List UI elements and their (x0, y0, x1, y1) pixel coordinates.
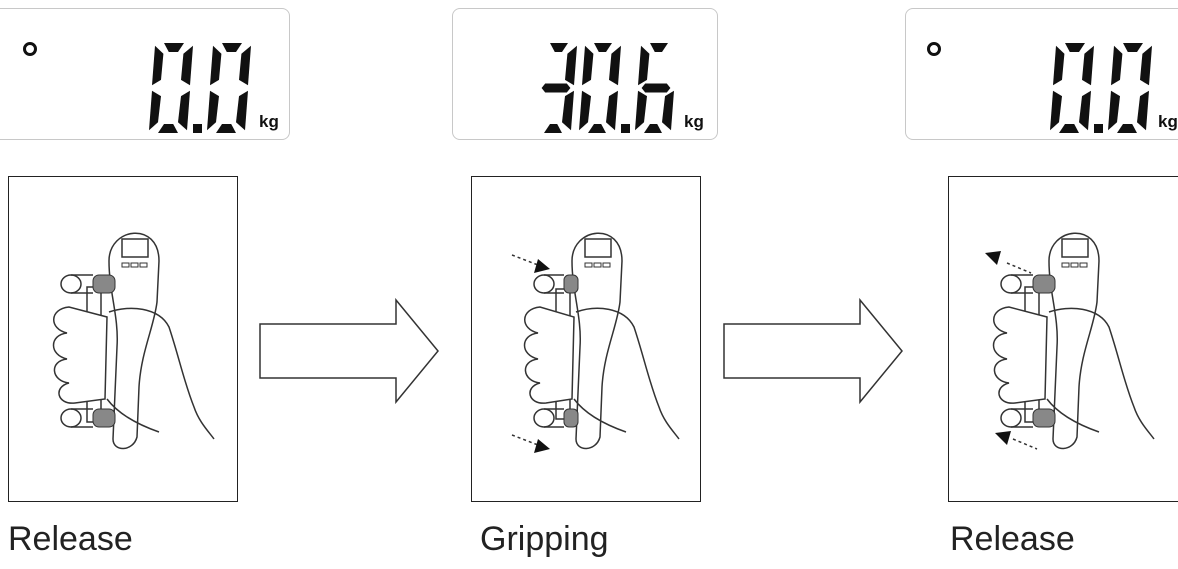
lcd-segment (149, 90, 161, 131)
lcd-segment (239, 45, 251, 86)
caption-step-3: Release (950, 520, 1075, 558)
illustration-step-2 (471, 176, 701, 502)
lcd-segment (207, 90, 219, 131)
lcd-segment (644, 124, 662, 133)
lcd-segment (606, 90, 618, 131)
display-step-3-unit: kg (1158, 112, 1178, 131)
lcd-segment (158, 124, 178, 133)
release-arrow-bottom-icon (995, 431, 1038, 450)
lcd-digit-0 (1108, 43, 1152, 133)
lcd-segment (216, 124, 236, 133)
lcd-segment (1053, 45, 1065, 86)
lcd-segment (541, 83, 571, 93)
lcd-segment (594, 43, 612, 52)
grip-dynamometer-hand-illustration (52, 232, 215, 450)
lcd-digit-0 (149, 43, 193, 133)
display-step-1-digits (23, 42, 251, 133)
lcd-segment (1140, 45, 1152, 86)
squeeze-arrow-top-icon (511, 254, 550, 273)
lcd-segment (1137, 90, 1149, 131)
lcd-segment (1065, 43, 1085, 52)
lcd-segment (1079, 90, 1091, 131)
lcd-digit-0 (207, 43, 251, 133)
lcd-segment (582, 45, 594, 86)
lcd-segment (222, 43, 242, 52)
lcd-segment (1117, 124, 1137, 133)
indicator-circle-icon (927, 42, 941, 56)
grip-dynamometer-hand-illustration (985, 232, 1155, 450)
lcd-segment (562, 90, 574, 131)
lcd-segment (635, 90, 647, 131)
flow-arrow-1-icon (259, 297, 439, 405)
decimal-point (1094, 124, 1103, 133)
indicator-circle-icon (23, 42, 37, 56)
lcd-segment (544, 124, 562, 133)
illustration-step-1 (8, 176, 238, 502)
lcd-digit-6 (635, 43, 674, 133)
lcd-digit-3 (541, 43, 577, 133)
lcd-segment (588, 124, 606, 133)
display-step-3-digits (927, 42, 1152, 133)
lcd-segment (210, 45, 222, 86)
lcd-segment (565, 45, 577, 86)
lcd-segment (1111, 45, 1123, 86)
lcd-segment (662, 90, 674, 131)
display-step-1-unit: kg (259, 112, 279, 131)
squeeze-arrow-bottom-icon (511, 434, 550, 453)
lcd-digit-0 (579, 43, 621, 133)
lcd-segment (609, 45, 621, 86)
lcd-segment (152, 45, 164, 86)
lcd-segment (638, 45, 650, 86)
grip-dynamometer-hand-illustration (511, 232, 680, 453)
display-step-3: kg (905, 8, 1178, 140)
lcd-segment (178, 90, 190, 131)
display-step-1: kg (0, 8, 290, 140)
lcd-segment (1050, 90, 1062, 131)
lcd-digit-0 (1050, 43, 1094, 133)
flow-arrow-2-icon (723, 297, 903, 405)
lcd-segment (641, 83, 671, 93)
lcd-segment (181, 45, 193, 86)
caption-step-2: Gripping (480, 520, 609, 558)
display-step-2-unit: kg (684, 112, 704, 131)
decimal-point (621, 124, 630, 133)
display-step-2: kg (452, 8, 718, 140)
display-step-2-digits (541, 43, 674, 133)
illustration-step-3 (948, 176, 1178, 502)
lcd-segment (1123, 43, 1143, 52)
lcd-segment (1059, 124, 1079, 133)
lcd-segment (164, 43, 184, 52)
decimal-point (193, 124, 202, 133)
lcd-segment (650, 43, 668, 52)
lcd-segment (550, 43, 568, 52)
caption-step-1: Release (8, 520, 133, 558)
lcd-segment (1082, 45, 1094, 86)
lcd-segment (579, 90, 591, 131)
lcd-segment (1108, 90, 1120, 131)
lcd-segment (236, 90, 248, 131)
release-arrow-top-icon (985, 251, 1032, 274)
